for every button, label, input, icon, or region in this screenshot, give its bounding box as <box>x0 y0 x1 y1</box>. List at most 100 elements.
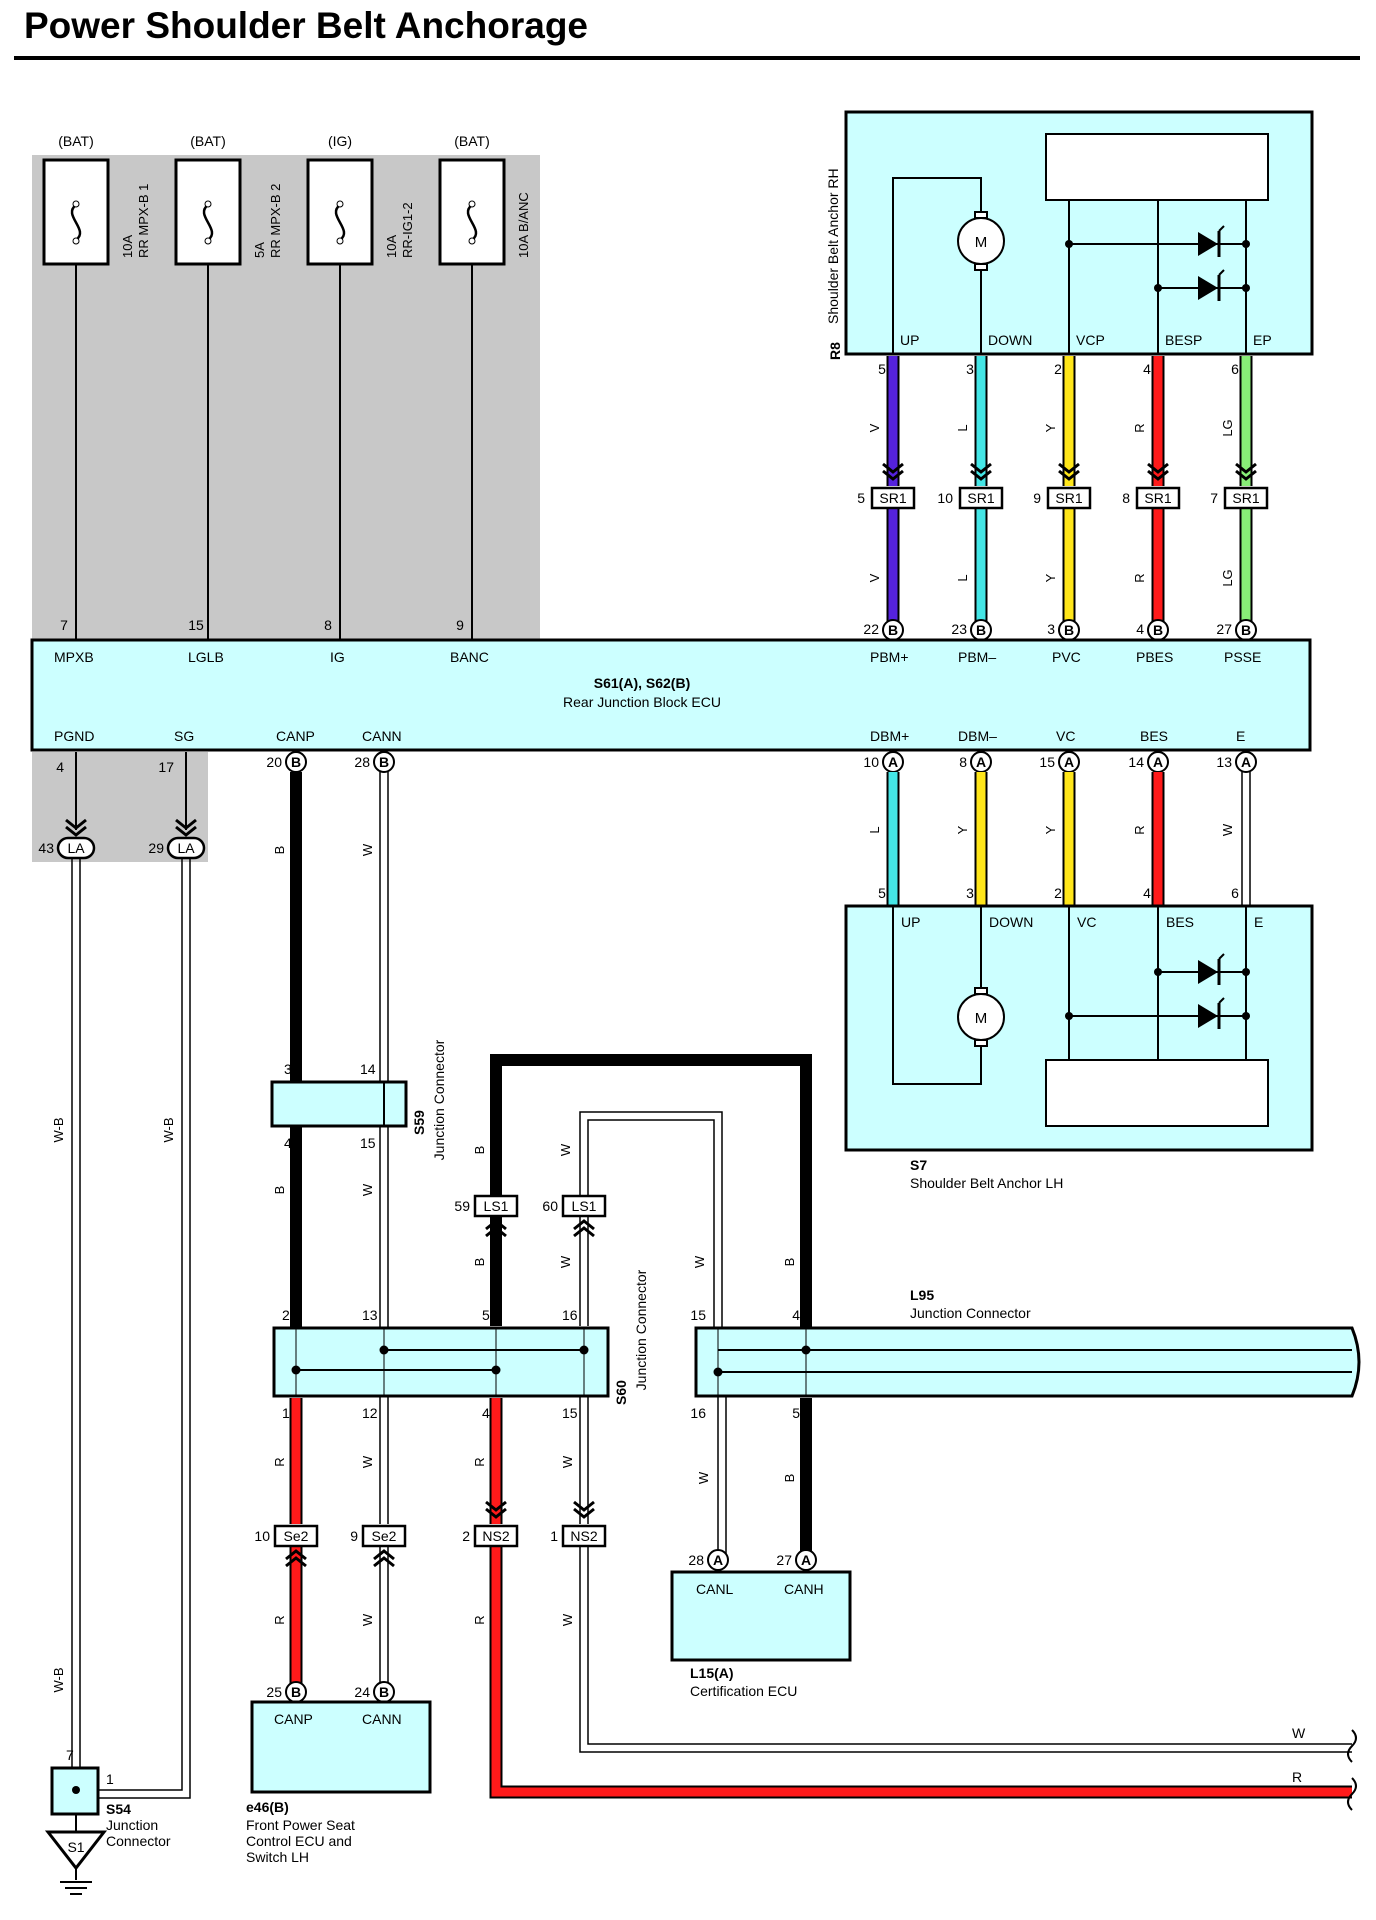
rh-chevrons-4-chevron-1 <box>1235 469 1257 481</box>
ls1-chevron-0-chevron-1 <box>485 1219 507 1231</box>
s54-pin-0: 7 <box>66 1747 74 1763</box>
ground-pin-0: 4 <box>56 759 64 775</box>
l15-tag-0-ring <box>707 1549 729 1571</box>
e46-terminal-1: CANN <box>362 1711 402 1727</box>
ns2-chevron-1-chevron-1 <box>573 1507 595 1519</box>
l15-name: Certification ECU <box>690 1683 797 1699</box>
rh-terminal-up: UP <box>900 332 919 348</box>
e46-terminal-0: CANP <box>274 1711 313 1727</box>
fuse-element-0 <box>70 203 82 242</box>
lh-junction-dot-3 <box>1242 1012 1250 1020</box>
s60-pin-top-2: 5 <box>482 1307 490 1323</box>
rh-wire-color-lower-4: LG <box>1220 569 1235 586</box>
se2-w-color-1: W <box>360 1455 375 1468</box>
rh-sr1-1-box <box>958 486 1004 510</box>
s54-pin-1: 1 <box>106 1771 114 1787</box>
rh-wire-pin-3: 4 <box>1143 361 1151 377</box>
l15-pin-1: 27 <box>776 1552 792 1568</box>
fuse-dot-top-2 <box>336 200 344 208</box>
lh-ecu-pin-1: 8 <box>959 754 967 770</box>
ground-wire-color-3: W-B <box>51 1667 66 1692</box>
cann-ecu-pin: 28 <box>354 754 370 770</box>
lh-ecu-pin-0: 10 <box>863 754 879 770</box>
s60-dot-3 <box>579 1345 589 1355</box>
se2-r-color-2: R <box>272 1615 287 1624</box>
rh-sr1-0-box <box>870 486 916 510</box>
ecu-top-terminal-5: PBM– <box>958 649 996 665</box>
rh-ecu-pin-4: 27 <box>1216 621 1232 637</box>
ground-chevron-1-chevron-0 <box>175 818 197 830</box>
ls1-black-loop-outline <box>490 1054 812 1328</box>
l95-dot-1 <box>801 1345 811 1355</box>
ls1-0-box <box>473 1194 519 1218</box>
ns2-chevron-0-chevron-1 <box>485 1507 507 1519</box>
rh-ecu-tag-1-letter: B <box>976 622 986 638</box>
rh-chevrons-3-chevron-1 <box>1147 469 1169 481</box>
lh-motor-brush-top <box>974 987 988 995</box>
title-rule <box>14 56 1360 60</box>
rh-ecu-tag-4-letter: B <box>1241 622 1251 638</box>
e46-pin-1: 24 <box>354 1684 370 1700</box>
lh-diode-1-bend <box>1218 953 1225 960</box>
rh-wire-color-lower-3: R <box>1132 573 1147 582</box>
ecu-top-terminal-7: PBES <box>1136 649 1173 665</box>
cann-wire-color-2: W <box>360 1183 375 1196</box>
lh-diode-2-bend <box>1218 997 1225 1004</box>
ls1-1-box <box>561 1194 607 1218</box>
rh-sr1-pin-2: 9 <box>1033 490 1041 506</box>
e46-name-0: Front Power Seat <box>246 1817 355 1833</box>
se2-chevron-0-chevron-0 <box>285 1556 307 1568</box>
se2-w-color-2: W <box>360 1613 375 1626</box>
s54-id: S54 <box>106 1801 131 1817</box>
e46-tag-0-letter: B <box>291 1684 301 1700</box>
fuse-dot-top-1 <box>204 200 212 208</box>
lh-wire-color-2: Y <box>1043 825 1058 834</box>
ns2-pin-1: 1 <box>550 1528 558 1544</box>
ls1-white-loop-a <box>579 1111 723 1328</box>
e46-pin-0: 25 <box>266 1684 282 1700</box>
ground-pin-1: 17 <box>158 759 174 775</box>
rh-terminal-down: DOWN <box>988 332 1032 348</box>
rh-sr1-2-box <box>1046 486 1092 510</box>
ns2-w-lower-b <box>587 1546 1352 1745</box>
l95-pin-bottom-1: 5 <box>792 1405 800 1421</box>
lh-terminal-bes: BES <box>1166 914 1194 930</box>
fuse-dot-bottom-1 <box>204 237 212 245</box>
l15-terminal-1: CANH <box>784 1581 824 1597</box>
ground-chevron-1-chevron-1 <box>175 825 197 837</box>
lh-ecu-tag-4-ring <box>1235 751 1257 773</box>
ls1-b-color-1: B <box>472 1146 487 1155</box>
e46-id: e46(B) <box>246 1799 289 1815</box>
rh-wire-color-upper-3: R <box>1132 423 1147 432</box>
rh-junction-dot-0 <box>1065 240 1073 248</box>
rh-diode-2-triangle <box>1198 276 1218 300</box>
lh-terminal-e: E <box>1254 914 1263 930</box>
lh-wire-pin-1: 3 <box>966 885 974 901</box>
l15-canl-color: W <box>696 1471 711 1484</box>
rh-anchor-id: R8 <box>827 342 843 360</box>
ecu-top-terminal-6: PVC <box>1052 649 1081 665</box>
fuse-box-2 <box>306 158 374 266</box>
out-break-r <box>1347 1777 1357 1811</box>
ground-chevron-0-chevron-0 <box>65 818 87 830</box>
rh-control-block <box>1045 133 1269 201</box>
lh-wire-pin-4: 6 <box>1231 885 1239 901</box>
ground-la-pin-1: 29 <box>148 840 164 856</box>
fuse-rating-1: 5A <box>252 242 267 258</box>
rh-ecu-pin-0: 22 <box>863 621 879 637</box>
ns2-r-wire-lower-outline <box>489 1546 1352 1799</box>
rh-sr1-3-box <box>1135 486 1181 510</box>
fuse-element-1 <box>202 203 214 242</box>
fuse-rating-2: 10A <box>384 235 399 258</box>
fuse-box-3 <box>438 158 506 266</box>
rh-sr1-pin-0: 5 <box>857 490 865 506</box>
ns2-w-color-2: W <box>560 1613 575 1626</box>
l95-id: L95 <box>910 1287 934 1303</box>
rh-terminal-ep: EP <box>1253 332 1272 348</box>
s60-pin-top-0: 2 <box>282 1307 290 1323</box>
s54-name-0: Junction <box>106 1817 158 1833</box>
l95-pin-top-0: 15 <box>690 1307 706 1323</box>
fuse-source-label-1: (BAT) <box>190 133 226 149</box>
ground-la-label-1: LA <box>177 840 195 856</box>
rh-chevrons-3-chevron-0 <box>1147 462 1169 474</box>
